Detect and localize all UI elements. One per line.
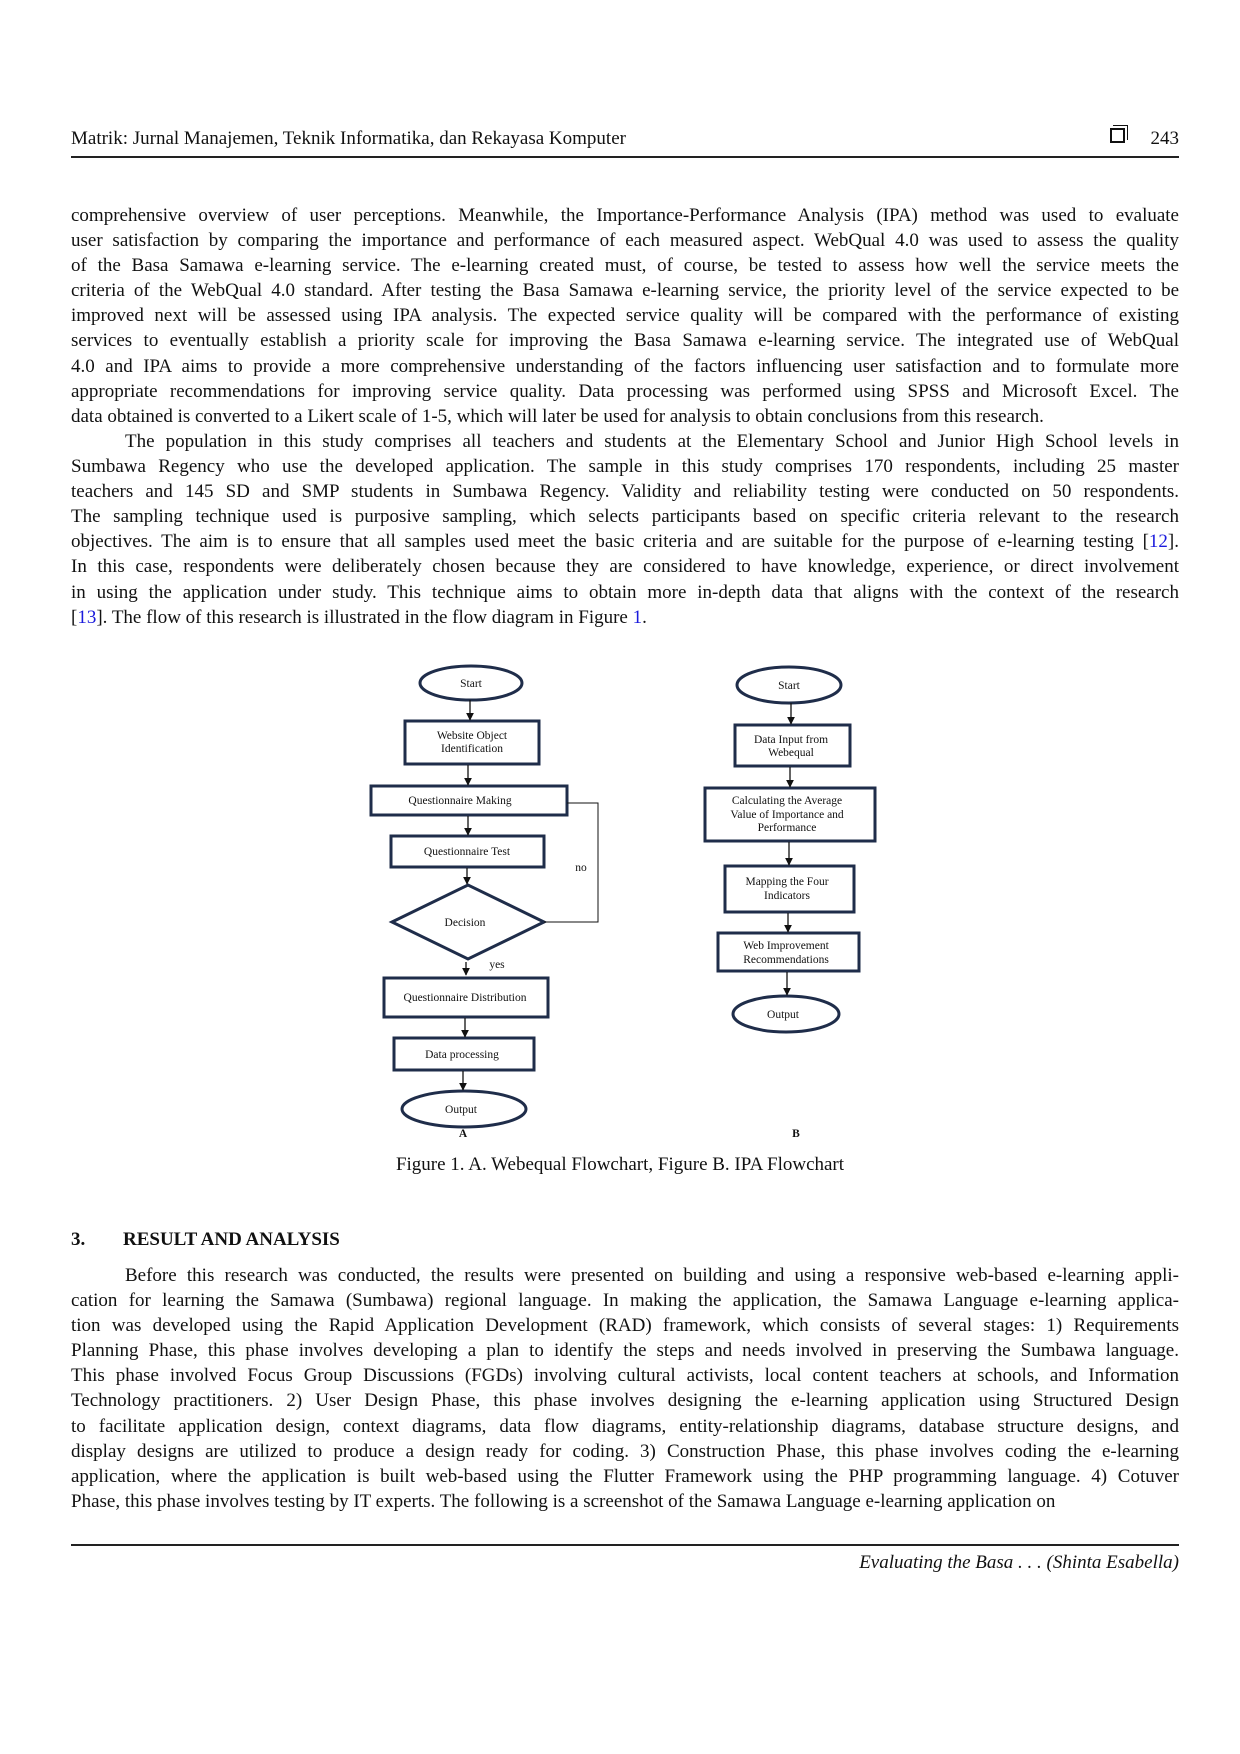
citation-link[interactable]: 12	[1148, 531, 1168, 553]
flow-b-output-text: Output	[767, 1009, 800, 1021]
flow-b-step1-text: Webequal	[768, 747, 814, 759]
flow-a-no-loop-line	[544, 802, 599, 923]
text-line: [13]. The flow of this research is illus…	[71, 606, 647, 628]
text-line: Planning Phase, this phase involves deve…	[71, 1340, 1179, 1362]
flow-a-yes-label: yes	[489, 959, 505, 971]
flow-a-step1-text: Website Object	[437, 730, 508, 742]
header-rule	[71, 156, 1179, 158]
page-number-block: 243	[1109, 128, 1180, 150]
text-line: objectives. The aim is to ensure that al…	[71, 531, 1179, 553]
flow-a-label: A	[459, 1128, 468, 1140]
text-line: This phase involved Focus Group Discussi…	[71, 1365, 1179, 1387]
text-line: Sumbawa Regency who use the developed ap…	[71, 456, 1179, 478]
flow-a-start-text: Start	[460, 678, 483, 690]
text-line: tion was developed using the Rapid Appli…	[71, 1315, 1179, 1337]
flow-b-step4-text: Recommendations	[743, 954, 829, 966]
flow-b-step4-text: Web Improvement	[743, 940, 829, 952]
text-line: Phase, this phase involves testing by IT…	[71, 1490, 1056, 1512]
flow-b-step2-box	[703, 786, 877, 843]
text-line: data obtained is converted to a Likert s…	[71, 405, 1044, 427]
text-line: criteria of the WebQual 4.0 standard. Af…	[71, 280, 1179, 302]
text-line: application, where the application is bu…	[71, 1465, 1179, 1487]
flow-a-step2-box	[369, 784, 569, 817]
flow-a-step5-text: Data processing	[425, 1049, 499, 1061]
section-number: 3.	[71, 1229, 86, 1250]
running-footer: Evaluating the Basa . . . (Shinta Esabel…	[859, 1552, 1179, 1573]
flow-b-step3-text: Mapping the Four	[745, 876, 828, 888]
text-line: comprehensive overview of user perceptio…	[71, 205, 1179, 226]
flow-b-step3-text: Indicators	[764, 890, 811, 902]
flow-a-step4-box	[382, 976, 550, 1019]
flow-b-start-text: Start	[778, 680, 801, 692]
flow-b-step2-text: Performance	[758, 822, 817, 834]
flow-b-step1-text: Data Input from	[754, 734, 828, 746]
flow-a-step1-box	[403, 719, 541, 766]
text-line: Technology practitioners. 2) User Design…	[71, 1390, 1179, 1412]
text-line: In this case, respondents were deliberat…	[71, 556, 1179, 578]
paragraph-1: comprehensive overview of user perceptio…	[71, 203, 1179, 429]
square-icon	[1109, 128, 1125, 143]
flow-a-start-node	[418, 664, 524, 702]
flow-b-label: B	[792, 1128, 800, 1140]
text-line: The population in this study comprises a…	[125, 431, 1179, 452]
citation-link[interactable]: 13	[77, 606, 97, 628]
flow-a-step1-text: Identification	[441, 743, 503, 755]
flow-a-output-node	[400, 1089, 528, 1129]
flow-a-step5-box	[392, 1036, 536, 1072]
flow-b-output-node	[731, 994, 841, 1034]
figure-caption: Figure 1. A. Webequal Flowchart, Figure …	[395, 1154, 845, 1175]
flow-a-no-label: no	[575, 862, 587, 874]
flow-a-step2-text: Questionnaire Making	[408, 795, 511, 807]
text-line: of the Basa Samawa e-learning service. T…	[71, 255, 1179, 277]
section-title: RESULT AND ANALYSIS	[123, 1229, 340, 1250]
flow-a-step3-text: Questionnaire Test	[424, 846, 511, 858]
flow-a-output-text: Output	[445, 1104, 478, 1116]
paragraph-3: Before this research was conducted, the …	[71, 1263, 1179, 1514]
flow-b-step3-box	[723, 864, 856, 914]
paragraph-2: The population in this study comprises a…	[71, 429, 1179, 630]
flow-b-step2-text: Calculating the Average	[732, 795, 842, 807]
text-line: cation for learning the Samawa (Sumbawa)…	[71, 1290, 1179, 1312]
flow-b-start-node	[735, 665, 843, 705]
text-line: to facilitate application design, contex…	[71, 1415, 1179, 1437]
flow-a-step4-text: Questionnaire Distribution	[404, 992, 527, 1004]
journal-header: Matrik: Jurnal Manajemen, Teknik Informa…	[71, 128, 626, 149]
text-line: teachers and 145 SD and SMP students in …	[71, 481, 1179, 503]
text-line: improved next will be assessed using IPA…	[71, 305, 1179, 327]
text-line: in using the application under study. Th…	[71, 581, 1179, 603]
text-line: 4.0 and IPA aims to provide a more compr…	[71, 355, 1179, 377]
text-line: Before this research was conducted, the …	[125, 1265, 1179, 1286]
flow-a-decision-text: Decision	[445, 917, 486, 929]
text-line: The sampling technique used is purposive…	[71, 506, 1179, 528]
flow-b-step1-box	[733, 723, 852, 768]
footer-rule	[71, 1544, 1179, 1546]
text-line: services to eventually establish a prior…	[71, 330, 1179, 352]
text-line: display designs are utilized to produce …	[71, 1440, 1179, 1462]
flow-b-step2-text: Value of Importance and	[730, 809, 844, 821]
section-heading: 3. RESULT AND ANALYSIS	[71, 1229, 340, 1251]
flow-b-step4-box	[716, 931, 861, 973]
text-line: appropriate recommendations for improvin…	[71, 380, 1179, 402]
flow-a-step3-box	[389, 834, 546, 869]
text-line: user satisfaction by comparing the impor…	[71, 230, 1179, 252]
figure-link[interactable]: 1	[632, 606, 643, 628]
page-number: 243	[1150, 128, 1180, 149]
